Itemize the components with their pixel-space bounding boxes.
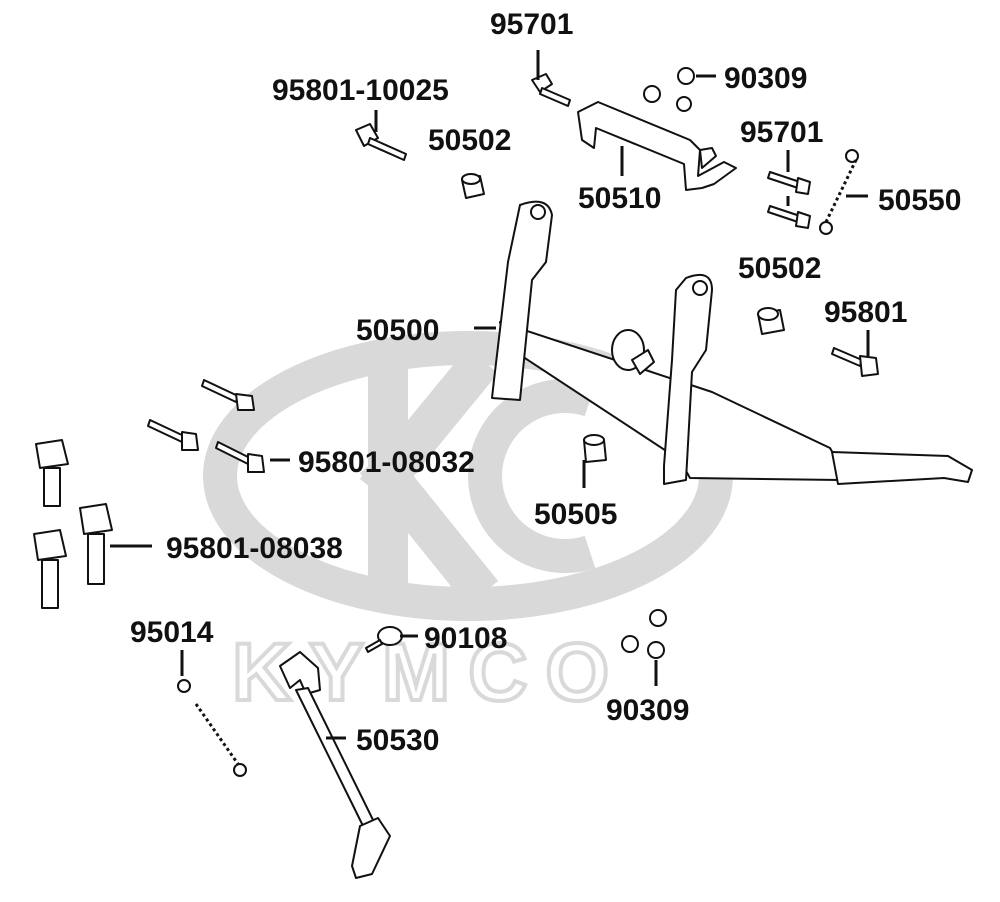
main-stand-drawing (491, 200, 973, 485)
label-50510: 50510 (578, 182, 661, 215)
collar-50502-right-drawing (757, 307, 785, 335)
label-50500: 50500 (356, 314, 439, 347)
label-50502-left: 50502 (428, 124, 511, 157)
label-50502-right: 50502 (738, 252, 821, 285)
bolts-95701-right-drawing (767, 171, 811, 229)
leader-lines (110, 50, 870, 740)
label-95801: 95801 (824, 296, 907, 329)
label-50505: 50505 (534, 498, 617, 531)
part-labels: 95701 90309 95801-10025 50502 50510 9570… (130, 8, 961, 757)
nuts-90309-bottom-drawing (621, 609, 667, 659)
label-95801-08032: 95801-08032 (298, 446, 475, 479)
bracket-drawing (577, 101, 737, 191)
label-90309-top: 90309 (724, 62, 807, 95)
spring-95014-drawing (177, 679, 247, 777)
label-95014: 95014 (130, 616, 214, 649)
nuts-90309-top-drawing (643, 67, 695, 112)
spring-50550-drawing (819, 149, 859, 235)
label-95801-10025: 95801-10025 (272, 74, 449, 107)
spacer-50505-drawing (583, 434, 607, 463)
label-95701-right: 95701 (740, 116, 823, 149)
label-95801-08038: 95801-08038 (166, 532, 343, 565)
side-stand-50530-drawing (279, 651, 391, 879)
collar-50502-left-drawing (461, 173, 485, 199)
label-95701-top: 95701 (490, 8, 573, 41)
label-50550: 50550 (878, 184, 961, 217)
label-50530: 50530 (356, 724, 439, 757)
label-90309-bottom: 90309 (606, 694, 689, 727)
bolts-95801-08032-drawing (147, 379, 265, 473)
bolt-95801-10025-drawing (355, 123, 407, 161)
bolt-95801-drawing (831, 347, 879, 377)
bolts-95801-08038-drawing (33, 439, 113, 609)
label-90108: 90108 (424, 622, 507, 655)
